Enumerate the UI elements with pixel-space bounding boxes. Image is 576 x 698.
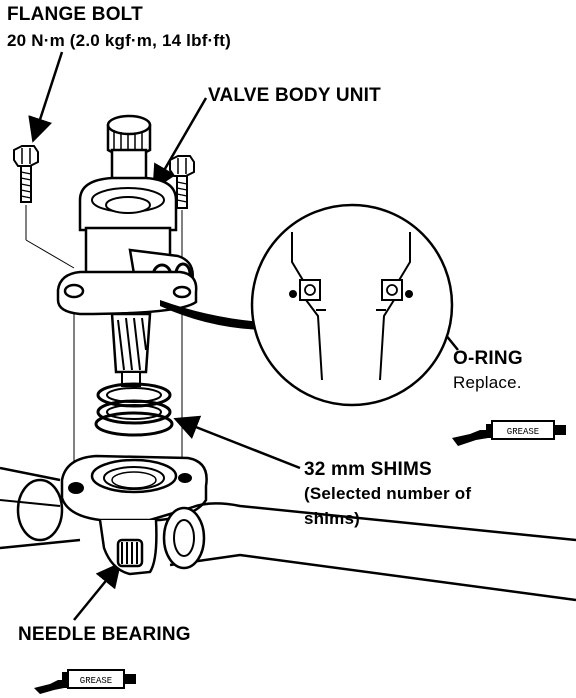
shims-leader-arrow [173,415,301,470]
right-flange-bolt [169,155,195,209]
needle-bearing-label: NEEDLE BEARING [18,624,191,645]
valve-body-unit [56,114,198,387]
shims-note-line1: (Selected number of [304,484,472,503]
left-flange-bolt [13,145,39,203]
flange-bolt-label: FLANGE BOLT [7,4,143,25]
needle-bearing-leader-arrow [73,562,122,621]
alignment-lines [25,205,183,485]
valve-body-unit-label: VALVE BODY UNIT [208,85,381,106]
grease-symbol: GREASE [34,669,136,694]
grease-label: GREASE [80,676,112,686]
flange-bolt-leader-arrow [28,51,64,143]
grease-label: GREASE [507,427,539,437]
o-ring-note: Replace. [453,373,522,392]
valve-body-leader-arrow [152,97,208,191]
flange-bolt-torque-label: 20 N·m (2.0 kgf·m, 14 lbf·ft) [7,31,231,50]
shims-label: 32 mm SHIMS [304,459,432,480]
needle-bearing [116,538,144,568]
steering-rack-housing [0,454,576,602]
o-ring-label: O-RING [453,348,523,369]
grease-symbol: GREASE [452,420,566,446]
detail-callout-leader [160,300,262,330]
shims [94,382,174,437]
o-ring-detail-circle [250,203,454,407]
